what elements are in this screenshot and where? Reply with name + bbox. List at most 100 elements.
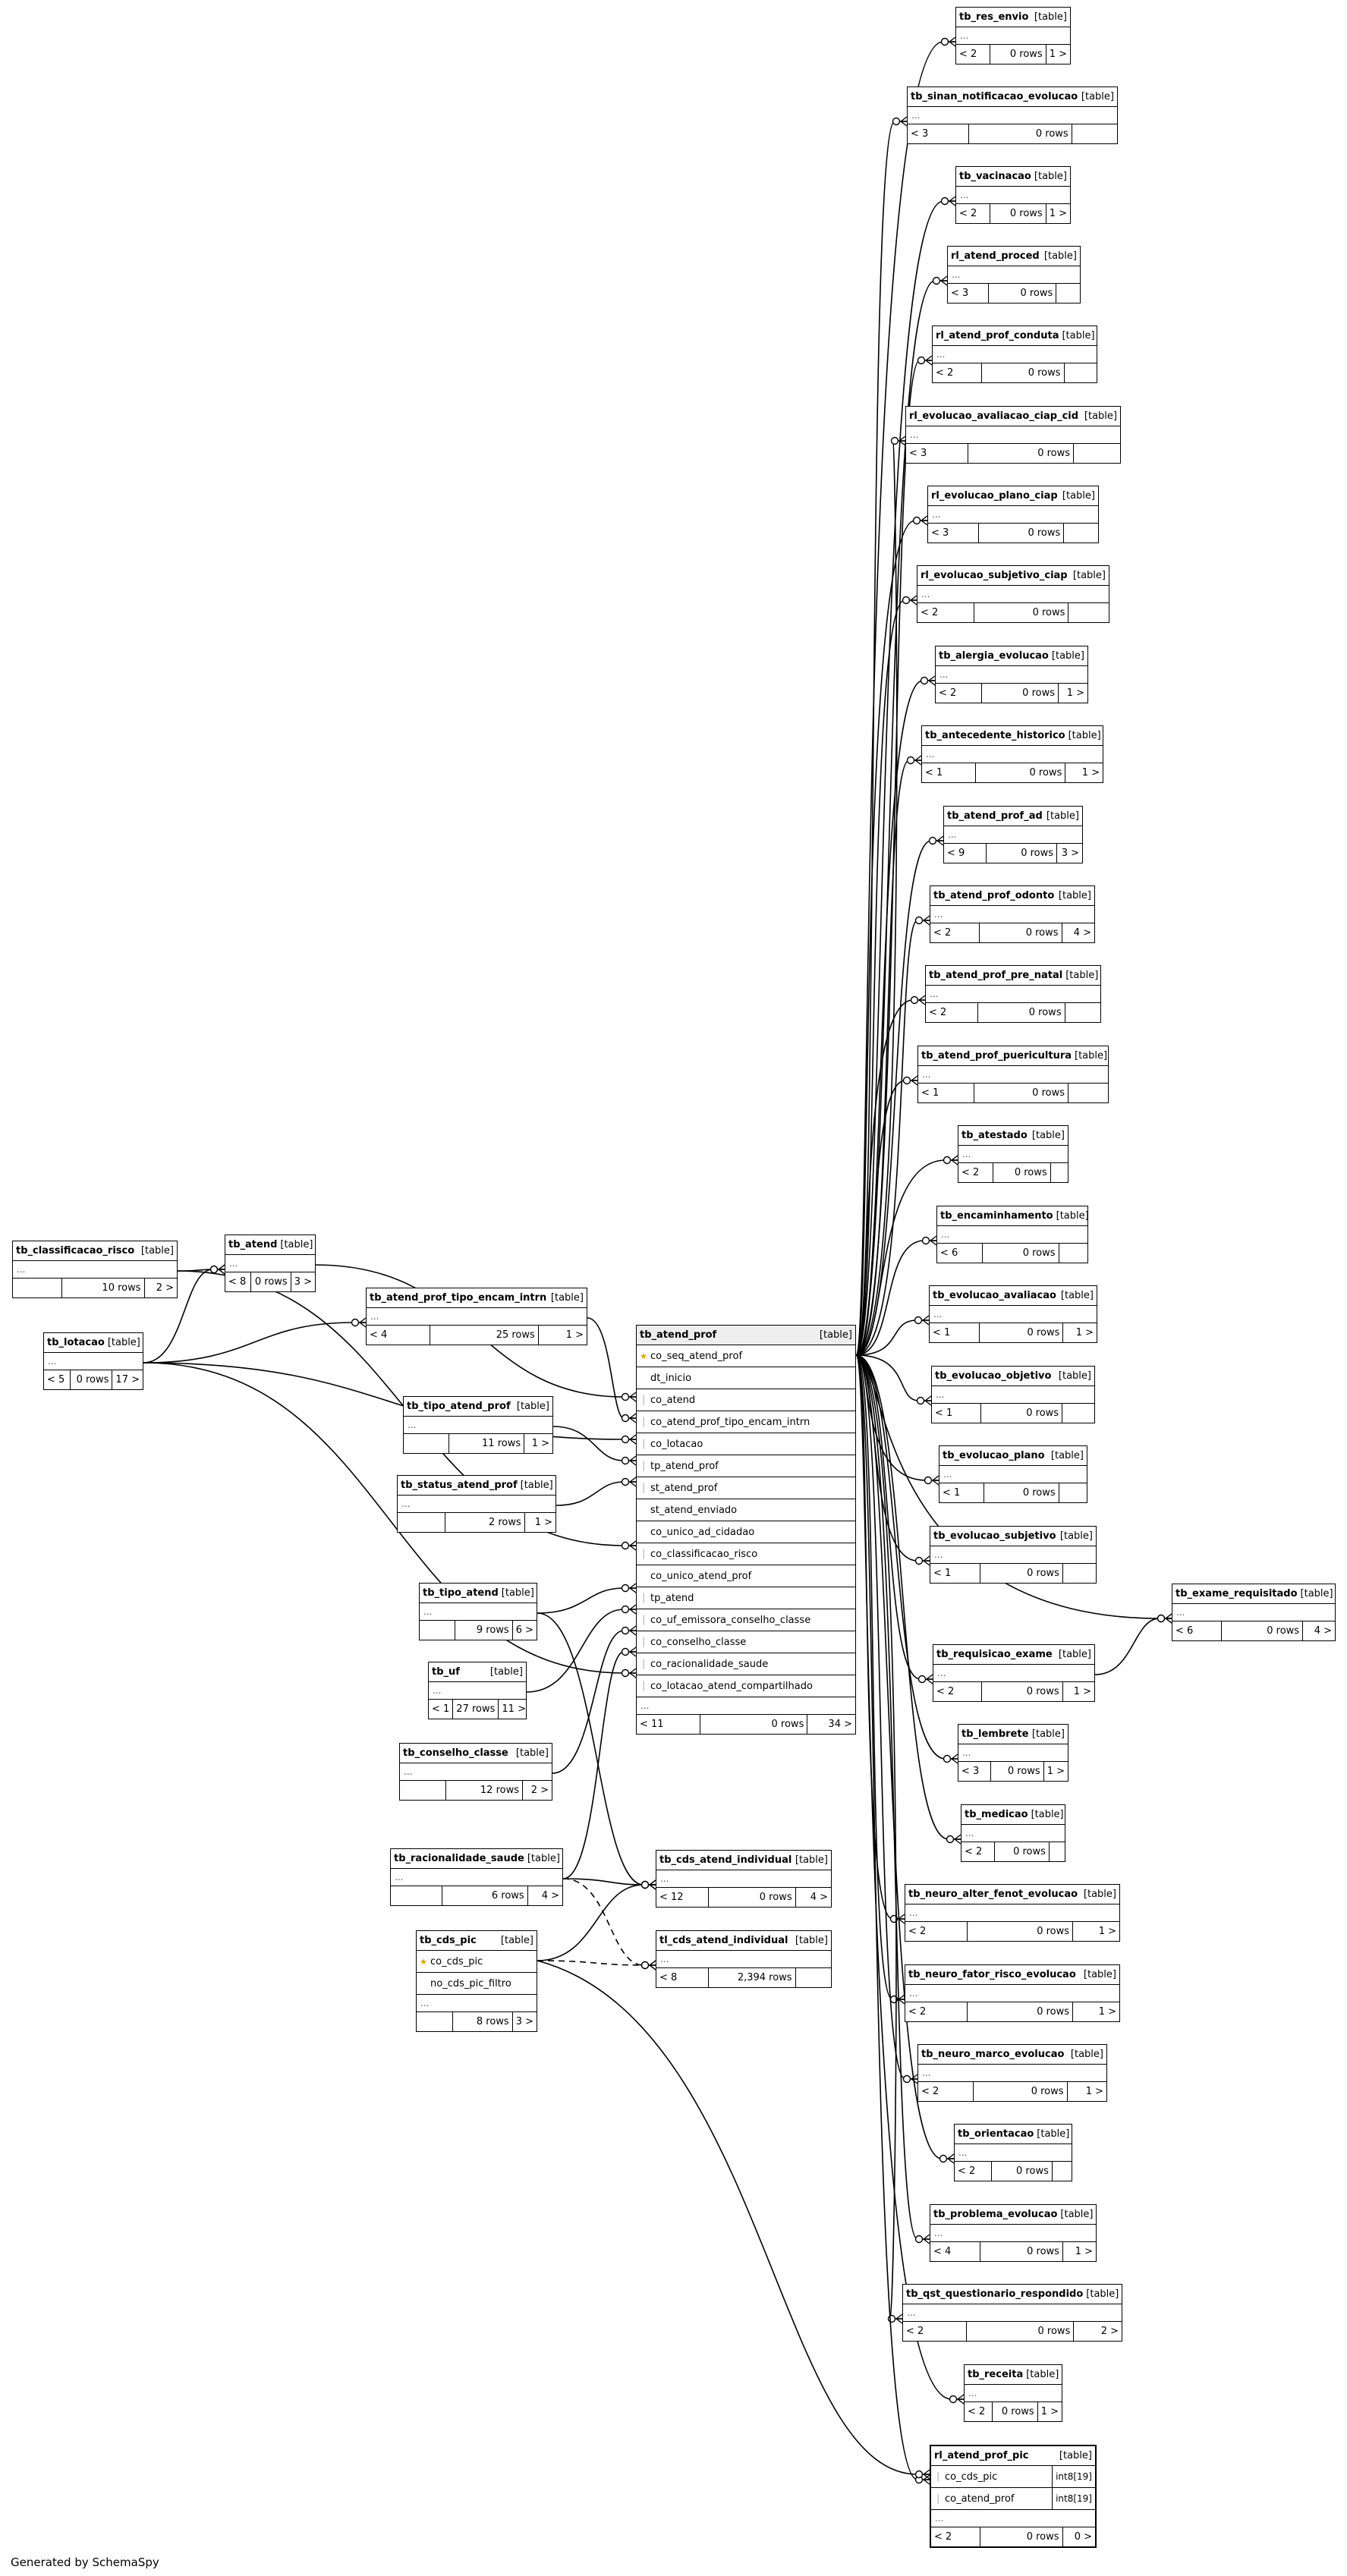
child-count[interactable]: 3 > — [515, 2016, 533, 2027]
column-row[interactable]: │co_conselho_classe — [637, 1631, 855, 1653]
table-name[interactable]: tb_encaminhamento — [940, 1210, 1053, 1222]
parent-count[interactable] — [400, 1781, 446, 1800]
column-name[interactable]: no_cds_pic_filtro — [430, 1977, 511, 1989]
table-header[interactable]: rl_atend_prof_pic[table] — [931, 2446, 1095, 2466]
child-count[interactable]: 4 > — [541, 1890, 559, 1901]
table-name[interactable]: tb_res_envio — [959, 11, 1029, 23]
parent-count[interactable]: < 2 — [926, 1003, 978, 1022]
child-count[interactable]: 1 > — [531, 1438, 549, 1449]
table-header[interactable]: tb_atend_prof_tipo_encam_intrn[table] — [367, 1288, 587, 1308]
parent-count[interactable]: < 1 — [930, 1323, 980, 1342]
table-header[interactable]: tb_atend_prof_odonto[table] — [930, 886, 1094, 906]
child-count[interactable] — [1059, 1244, 1087, 1263]
child-count[interactable]: 1 > — [1049, 49, 1067, 60]
column-name[interactable]: co_unico_ad_cidadao — [650, 1526, 755, 1538]
table-name[interactable]: tb_alergia_evolucao — [939, 650, 1049, 662]
column-row[interactable]: co_unico_atend_prof — [637, 1565, 855, 1587]
table-header[interactable]: tb_racionalidade_saude[table] — [391, 1849, 562, 1869]
column-row[interactable]: ★co_cds_pic — [417, 1951, 537, 1973]
table-name[interactable]: tb_antecedente_historico — [925, 730, 1065, 741]
child-count[interactable]: 1 > — [1073, 1686, 1091, 1697]
column-row[interactable]: │co_lotacao_atend_compartilhado — [637, 1675, 855, 1697]
table-header[interactable]: tb_evolucao_avaliacao[table] — [930, 1286, 1097, 1306]
column-name[interactable]: co_atend_prof — [945, 2493, 1015, 2505]
column-name[interactable]: co_racionalidade_saude — [650, 1658, 769, 1670]
table-header[interactable]: tb_sinan_notificacao_evolucao[table] — [908, 87, 1117, 107]
column-row[interactable]: co_unico_ad_cidadao — [637, 1521, 855, 1543]
child-count[interactable] — [1065, 1003, 1100, 1022]
table-name[interactable]: tb_status_atend_prof — [401, 1480, 518, 1491]
column-row[interactable]: dt_inicio — [637, 1367, 855, 1389]
table-name[interactable]: tb_requisicao_exame — [936, 1649, 1053, 1660]
child-count[interactable] — [1059, 1483, 1087, 1502]
table-header[interactable]: tb_lotacao[table] — [44, 1333, 143, 1353]
table-name[interactable]: rl_evolucao_plano_ciap — [931, 490, 1058, 502]
table-name[interactable]: tb_atend_prof_ad — [947, 810, 1043, 822]
parent-count[interactable]: < 2 — [961, 1842, 996, 1861]
table-name[interactable]: tb_lotacao — [47, 1337, 105, 1348]
child-count[interactable] — [1051, 1163, 1068, 1182]
column-name[interactable]: co_lotacao_atend_compartilhado — [650, 1680, 813, 1692]
table-header[interactable]: tb_antecedente_historico[table] — [922, 726, 1103, 746]
parent-count[interactable]: < 1 — [939, 1483, 985, 1502]
parent-count[interactable] — [398, 1513, 446, 1532]
table-name[interactable]: tb_lembrete — [961, 1728, 1029, 1740]
table-header[interactable]: tb_status_atend_prof[table] — [398, 1476, 555, 1496]
child-count[interactable]: 1 > — [1075, 2246, 1093, 2257]
column-name[interactable]: st_atend_enviado — [650, 1504, 738, 1516]
table-header[interactable]: tb_atend[table] — [225, 1235, 315, 1255]
table-name[interactable]: tb_uf — [432, 1666, 460, 1678]
column-row[interactable]: │tp_atend — [637, 1587, 855, 1609]
table-header[interactable]: tb_exame_requisitado[table] — [1172, 1584, 1335, 1604]
child-count[interactable]: 6 > — [515, 1625, 533, 1636]
parent-count[interactable]: < 2 — [905, 1922, 968, 1941]
child-count[interactable] — [1063, 1564, 1096, 1583]
column-row[interactable]: │tp_atend_prof — [637, 1455, 855, 1477]
table-name[interactable]: tb_exame_requisitado — [1175, 1588, 1298, 1599]
parent-count[interactable]: < 8 — [225, 1272, 251, 1291]
table-header[interactable]: tb_tipo_atend[table] — [420, 1584, 537, 1603]
table-header[interactable]: tb_alergia_evolucao[table] — [936, 646, 1087, 666]
table-name[interactable]: tb_racionalidade_saude — [394, 1853, 524, 1864]
parent-count[interactable]: < 2 — [956, 45, 991, 64]
child-count[interactable]: 1 > — [1040, 2406, 1059, 2417]
parent-count[interactable]: < 3 — [908, 124, 969, 143]
child-count[interactable] — [1056, 284, 1080, 303]
child-count[interactable] — [1068, 603, 1109, 622]
column-row[interactable]: │co_racionalidade_saude — [637, 1653, 855, 1675]
child-count[interactable]: 1 > — [1066, 687, 1084, 699]
parent-count[interactable]: < 2 — [931, 2527, 981, 2546]
table-name[interactable]: rl_atend_prof_conduta — [936, 330, 1059, 341]
table-name[interactable]: tb_receita — [968, 2369, 1024, 2380]
table-name[interactable]: tb_atend_prof_pre_natal — [929, 970, 1063, 981]
table-name[interactable]: tb_qst_questionario_respondido — [906, 2288, 1084, 2300]
table-header[interactable]: tb_neuro_alter_fenot_evolucao[table] — [905, 1885, 1119, 1904]
child-count[interactable] — [1068, 1084, 1108, 1102]
child-count[interactable]: 1 > — [1098, 1926, 1116, 1937]
column-name[interactable]: co_classificacao_risco — [650, 1548, 758, 1560]
table-name[interactable]: tb_atend_prof_odonto — [933, 890, 1055, 901]
parent-count[interactable]: < 9 — [944, 844, 987, 863]
table-name[interactable]: tb_atend_prof_puericultura — [921, 1050, 1072, 1062]
table-name[interactable]: tb_vacinacao — [959, 171, 1031, 182]
parent-count[interactable]: < 6 — [1172, 1621, 1222, 1640]
